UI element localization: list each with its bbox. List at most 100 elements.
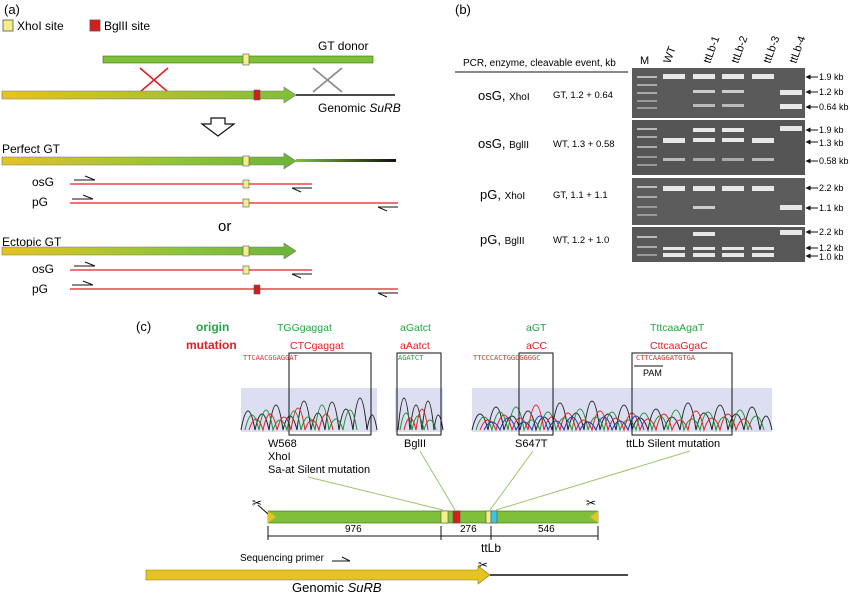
svg-text:0.64 kb: 0.64 kb [819, 102, 849, 112]
row-event-0: GT, 1.2 + 0.64 [553, 90, 613, 101]
site3-origin: aGT [526, 322, 547, 334]
ectopic-gt-arrow [1, 242, 297, 260]
connector-lines [307, 450, 691, 511]
genomic-arrow [1, 86, 297, 104]
xhoi-legend-label: XhoI site [17, 19, 64, 33]
genomic-arrow-bottom [145, 565, 491, 585]
lane-label-ttlb4: ttLb-4 [788, 34, 809, 65]
ttlb-site-construct [490, 510, 498, 524]
construct-left-cap [268, 511, 276, 523]
gel-image-2 [632, 178, 805, 225]
panel-b-label: (b) [455, 2, 471, 17]
site1-label-w568: W568 [268, 438, 297, 450]
segment-976: 976 [345, 524, 362, 535]
s647t-site-construct [485, 510, 492, 524]
row-name-1: osG, BglII [478, 136, 529, 151]
row-event-2: GT, 1.1 + 1.1 [553, 190, 608, 201]
construct-bar [267, 510, 599, 524]
svg-text:1.9 kb: 1.9 kb [819, 125, 844, 135]
bglii-site-construct [452, 510, 461, 524]
gt-donor-label: GT donor [318, 39, 368, 53]
gel-row-labels: osG, XhoI GT, 1.2 + 0.64 osG, BglII WT, … [478, 88, 615, 247]
gel-table-header: PCR, enzyme, cleavable event, kb [463, 58, 616, 69]
site2-box [396, 352, 442, 436]
gt-donor-bar [102, 55, 374, 64]
gel-image-1 [632, 120, 805, 175]
site1-origin: TGGgaggat [277, 322, 332, 334]
xhoi-site-construct [440, 510, 449, 524]
site3-label: S647T [515, 438, 548, 450]
site4-box [631, 352, 733, 436]
svg-text:1.9 kb: 1.9 kb [819, 72, 844, 82]
gray-cross [312, 67, 343, 93]
ectopic-pg-label: pG [32, 282, 48, 296]
row-name-0: osG, XhoI [478, 88, 530, 103]
genomic-surb-bottom-label: Genomic SuRB [292, 580, 382, 594]
site1-seq: TTCAACGGAGGAT [243, 354, 299, 362]
bglii-site-genomic [253, 89, 261, 101]
origin-label: origin [196, 320, 229, 334]
site1-mutation: CTCgaggat [290, 340, 344, 352]
ectopic-gt-label: Ectopic GT [2, 235, 62, 249]
perfect-gt-tail [296, 159, 396, 162]
svg-text:0.58 kb: 0.58 kb [819, 156, 849, 166]
site4-origin: TttcaaAgaT [650, 322, 705, 334]
ectopic-osg-label: osG [32, 262, 54, 276]
construct-right-cap [590, 511, 598, 523]
segment-546: 546 [538, 524, 555, 535]
svg-text:1.0 kb: 1.0 kb [819, 252, 844, 262]
gel-bands [637, 74, 802, 257]
site1-label-xhoi: XhoI [268, 451, 291, 463]
svg-text:2.2 kb: 2.2 kb [819, 227, 844, 237]
perfect-pg-label: pG [32, 195, 48, 209]
lane-label-ttlb2: ttLb-2 [730, 34, 751, 65]
perfect-gt-label: Perfect GT [2, 142, 61, 156]
genomic-surb-label: Genomic SuRB [318, 101, 401, 115]
xhoi-legend-box [2, 19, 14, 32]
scissors-icon-ttlb: ✂ [478, 558, 488, 572]
sequencing-primer-label: Sequencing primer [240, 553, 325, 564]
site1-label-silent: Sa-at Silent mutation [268, 464, 370, 476]
site4-seq: CTTCAAGGATGTGA [636, 354, 696, 362]
down-arrow-icon [200, 117, 236, 137]
site3-mutation: aCC [526, 340, 547, 352]
gel-image-3 [632, 227, 805, 262]
row-event-3: WT, 1.2 + 1.0 [553, 235, 609, 246]
lane-labels: M WT ttLb-1 ttLb-2 ttLb-3 ttLb-4 [640, 34, 808, 67]
panel-b: (b) PCR, enzyme, cleavable event, kb M W… [455, 2, 849, 262]
site3-box [518, 352, 554, 436]
or-label: or [218, 218, 231, 235]
xhoi-site-perfect [242, 155, 250, 167]
site2-seq: AGATCT [398, 354, 424, 362]
chromatogram-bg-1 [241, 388, 377, 432]
panel-c: (c) origin mutation TGGgaggat CTCgaggat … [136, 319, 773, 594]
site2-origin: aGatct [400, 322, 431, 334]
panel-a: (a) XhoI site BglII site GT donor Genomi… [1, 2, 401, 298]
svg-text:1.2 kb: 1.2 kb [819, 87, 844, 97]
panel-c-label: (c) [136, 319, 151, 334]
svg-text:1.2 kb: 1.2 kb [819, 243, 844, 253]
row-event-1: WT, 1.3 + 0.58 [553, 139, 615, 150]
site4-mutation: CttcaaGgaC [650, 340, 708, 352]
mutation-label: mutation [186, 338, 237, 352]
gel-size-markers: 1.9 kb 1.2 kb 0.64 kb 1.9 kb 1.3 kb 0.58… [805, 72, 849, 262]
site2-label: BglII [404, 438, 426, 450]
segment-276: 276 [460, 524, 477, 535]
gel-image-0 [632, 68, 805, 118]
red-cross [139, 67, 169, 93]
svg-text:1.3 kb: 1.3 kb [819, 138, 844, 148]
svg-text:2.2 kb: 2.2 kb [819, 183, 844, 193]
scissors-icon-right: ✂ [586, 496, 596, 510]
lane-label-ttlb3: ttLb-3 [762, 34, 783, 65]
segment-ruler [267, 526, 599, 540]
lane-label-m: M [640, 55, 649, 67]
lane-label-ttlb1: ttLb-1 [702, 34, 723, 65]
perfect-osg-label: osG [32, 175, 54, 189]
bglii-legend-box [89, 19, 101, 32]
bglii-legend-label: BglII site [104, 19, 150, 33]
svg-text:1.1 kb: 1.1 kb [819, 203, 844, 213]
site2-mutation: aAatct [400, 340, 430, 352]
row-name-3: pG, BglII [480, 232, 525, 247]
xhoi-site-donor [242, 53, 250, 66]
